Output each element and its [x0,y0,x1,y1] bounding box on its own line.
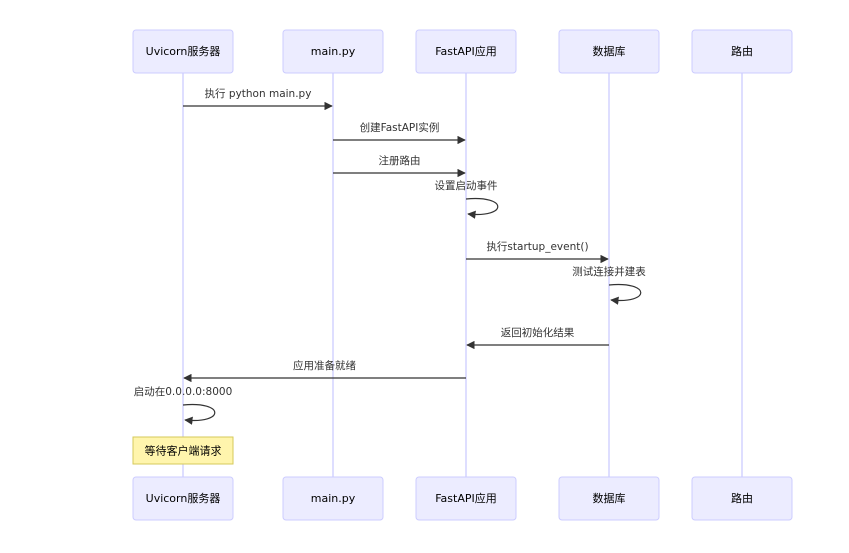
participant-label: main.py [311,492,356,505]
note: 等待客户端请求 [132,436,234,465]
participant-uvicorn-top: Uvicorn服务器 [132,29,234,74]
message-label: 设置启动事件 [435,179,498,192]
message-label: 执行 python main.py [205,87,312,100]
note-label: 等待客户端请求 [145,444,222,458]
message-6: 测试连接并建表 [572,265,646,305]
participant-box [282,476,384,521]
participant-box [132,29,234,74]
message-label: 测试连接并建表 [572,265,646,278]
message-2: 创建FastAPI实例 [333,121,466,145]
message-9: 启动在0.0.0.0:8000 [134,385,233,425]
participant-fastapi-top: FastAPI应用 [415,29,517,74]
participant-box [415,476,517,521]
participant-uvicorn-bottom: Uvicorn服务器 [132,476,234,521]
message-5: 执行startup_event() [466,240,609,264]
participant-label: 数据库 [593,44,626,58]
participant-box [415,29,517,74]
message-label: 创建FastAPI实例 [360,121,440,134]
participant-label: main.py [311,45,356,58]
participant-main-bottom: main.py [282,476,384,521]
message-label: 返回初始化结果 [501,326,575,339]
participant-box [691,476,793,521]
message-4: 设置启动事件 [435,179,499,219]
participant-label: 路由 [731,491,753,505]
note-box [132,436,234,465]
message-arrow [608,283,642,305]
participant-box [558,476,660,521]
message-7: 返回初始化结果 [466,326,609,350]
message-3: 注册路由 [333,154,466,178]
participant-fastapi-bottom: FastAPI应用 [415,476,517,521]
message-label: 注册路由 [379,154,421,167]
message-label: 启动在0.0.0.0:8000 [134,385,233,398]
participant-box [132,476,234,521]
participant-label: FastAPI应用 [435,44,497,58]
message-arrow [182,403,216,425]
participant-main-top: main.py [282,29,384,74]
message-label: 执行startup_event() [486,240,588,253]
participant-label: 数据库 [593,491,626,505]
participant-box [282,29,384,74]
participant-db-bottom: 数据库 [558,476,660,521]
participant-router-bottom: 路由 [691,476,793,521]
participant-label: Uvicorn服务器 [146,492,221,505]
participant-label: 路由 [731,44,753,58]
participant-label: Uvicorn服务器 [146,45,221,58]
participant-box [691,29,793,74]
participant-label: FastAPI应用 [435,491,497,505]
participant-db-top: 数据库 [558,29,660,74]
message-8: 应用准备就绪 [183,359,466,383]
message-1: 执行 python main.py [183,87,333,111]
message-arrow [465,197,499,219]
participant-box [558,29,660,74]
participant-router-top: 路由 [691,29,793,74]
message-label: 应用准备就绪 [293,359,356,372]
